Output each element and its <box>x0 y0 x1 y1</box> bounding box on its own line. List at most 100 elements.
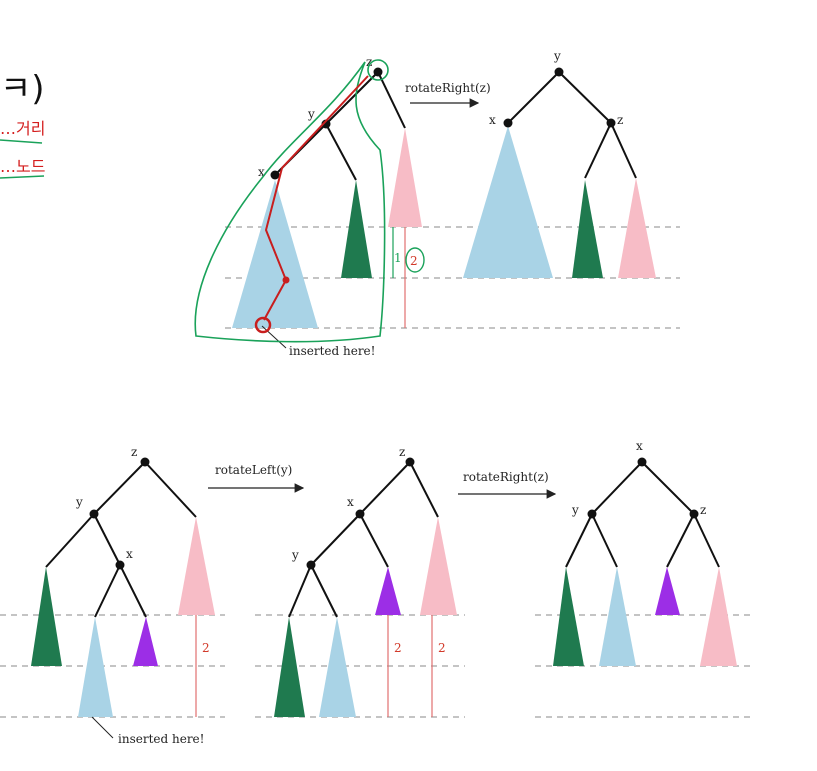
edge-z-green <box>584 122 612 179</box>
insert-pointer <box>91 716 114 739</box>
node-x <box>115 560 125 570</box>
top-before-tree: z y x 2 1 inserted here! <box>194 55 680 358</box>
label-y: y <box>75 495 83 509</box>
height-marker-1: 1 <box>394 251 402 265</box>
green-subtree <box>274 617 305 717</box>
node-y <box>321 119 331 129</box>
node-y <box>554 67 564 77</box>
circle-annotation <box>405 247 425 273</box>
edge-x-blue <box>94 564 121 618</box>
bottom-after-tree: x y z <box>553 439 737 666</box>
edge-z-y <box>93 461 146 515</box>
hand-dot-red <box>282 276 290 284</box>
edge-z-pink <box>409 461 439 518</box>
edge-z-pink <box>693 513 720 568</box>
blue-subtree <box>599 567 636 666</box>
bottom-middle-tree: z x y 2 2 <box>274 445 457 717</box>
purple-subtree <box>133 617 158 666</box>
edge-z-purple <box>666 513 695 568</box>
node-z <box>405 457 415 467</box>
hand-underline <box>0 175 45 179</box>
edge-y-x <box>93 513 121 566</box>
label-z: z <box>617 113 623 127</box>
hand-text-black: ㅋ) <box>0 69 45 109</box>
node-x <box>270 170 280 180</box>
edge-y-green <box>45 513 95 568</box>
edge-y-x <box>507 71 560 124</box>
label-z: z <box>399 445 405 459</box>
label-z: z <box>131 445 137 459</box>
height-marker-2: 2 <box>438 641 446 655</box>
node-x <box>503 118 513 128</box>
purple-subtree <box>655 567 680 615</box>
node-z <box>140 457 150 467</box>
edge-x-purple <box>359 513 389 568</box>
node-x <box>637 457 647 467</box>
edge-x-y <box>591 461 643 515</box>
bottom-op1-arrow: rotateLeft(y) <box>208 463 305 493</box>
node-y <box>89 509 99 519</box>
label-y: y <box>307 107 315 121</box>
op-label-rotate-right: rotateRight(z) <box>463 470 549 484</box>
label-x: x <box>347 495 354 509</box>
bottom-before-tree: z y x 2 inserted here! <box>31 445 215 746</box>
green-subtree <box>31 567 62 666</box>
purple-subtree <box>375 567 401 615</box>
label-x: x <box>636 439 643 453</box>
blue-subtree <box>463 126 553 278</box>
label-z: z <box>700 503 706 517</box>
edge-y-blue <box>310 564 338 618</box>
label-z: z <box>366 55 372 69</box>
green-subtree <box>341 180 372 278</box>
node-y <box>587 509 597 519</box>
op-label-rotate-right: rotateRight(z) <box>405 81 491 95</box>
label-x: x <box>489 113 496 127</box>
hand-outline-green <box>194 61 386 343</box>
blue-subtree <box>319 617 356 717</box>
insert-note: inserted here! <box>289 344 375 358</box>
hand-circle-z <box>367 59 389 81</box>
top-op-arrow: rotateRight(z) <box>405 81 491 108</box>
top-after-tree: y x z <box>463 49 656 278</box>
edge-z-pink <box>144 461 197 518</box>
edge-z-pink <box>610 122 637 179</box>
bottom-op2-arrow: rotateRight(z) <box>458 470 557 499</box>
edge-x-y <box>310 513 361 566</box>
hand-annotations-left: ㅋ) …거리 …노드 <box>0 69 45 179</box>
pink-subtree <box>420 517 457 615</box>
edge-x-purple <box>119 564 147 618</box>
height-marker-2: 2 <box>202 641 210 655</box>
pink-subtree <box>178 517 215 615</box>
pink-subtree <box>388 128 422 227</box>
label-x: x <box>258 165 265 179</box>
pink-subtree <box>618 178 656 278</box>
label-y: y <box>291 548 299 562</box>
bottom-levels <box>0 614 752 718</box>
edge-z-pink <box>377 71 406 129</box>
label-x: x <box>126 547 133 561</box>
edge-z-x <box>359 461 411 515</box>
edge-y-green <box>565 513 593 568</box>
node-y <box>306 560 316 570</box>
hand-underline <box>0 139 43 144</box>
hand-circle-insert <box>254 316 272 334</box>
node-z <box>606 118 616 128</box>
height-marker-2: 2 <box>410 254 418 268</box>
green-subtree <box>572 180 603 278</box>
node-z <box>373 67 383 77</box>
node-z <box>689 509 699 519</box>
edge-z-y <box>325 71 379 125</box>
hand-text-red-1: …거리 <box>0 119 45 138</box>
label-y: y <box>553 49 561 63</box>
blue-subtree <box>78 617 113 717</box>
hand-text-red-2: …노드 <box>0 157 45 176</box>
hand-path-red <box>263 75 369 321</box>
op-label-rotate-left: rotateLeft(y) <box>215 463 292 477</box>
node-x <box>355 509 365 519</box>
edge-y-green <box>288 564 312 618</box>
edge-y-blue <box>591 513 618 568</box>
label-y: y <box>571 503 579 517</box>
edge-x-z <box>641 461 695 515</box>
height-marker-2: 2 <box>394 641 402 655</box>
